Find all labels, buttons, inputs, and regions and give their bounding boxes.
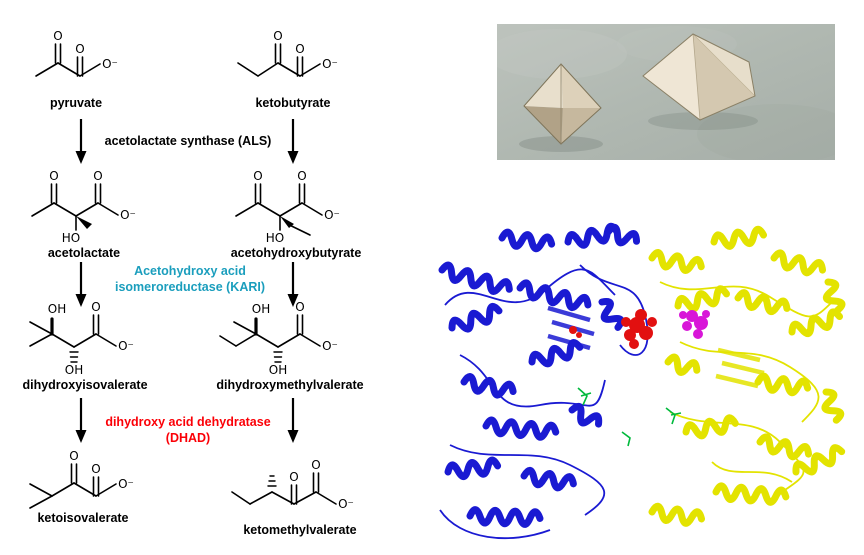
atom-label-o: O bbox=[91, 300, 100, 314]
atom-label-o-minus: O⁻ bbox=[322, 339, 338, 353]
atom-label-o: O bbox=[49, 169, 58, 183]
atom-label-o-minus: O⁻ bbox=[322, 57, 338, 71]
molecule-label-ketomethylvalerate: ketomethylvalerate bbox=[243, 523, 357, 537]
magenta-ligand-spheres bbox=[679, 310, 710, 339]
enzyme-label-dhad-line2: (DHAD) bbox=[165, 431, 211, 445]
atom-label-o: O bbox=[93, 169, 102, 183]
atom-label-o: O bbox=[273, 29, 282, 43]
molecule-label-acetolactate: acetolactate bbox=[47, 246, 121, 260]
bonds bbox=[237, 43, 321, 77]
molecule-label-ketoisovalerate: ketoisovalerate bbox=[37, 511, 129, 525]
blue-domain bbox=[440, 225, 649, 540]
protein-structure-panel bbox=[430, 210, 864, 540]
bonds bbox=[235, 183, 323, 236]
red-ligand-spheres bbox=[569, 309, 657, 349]
yellow-domain bbox=[651, 229, 844, 526]
protein-crystal-right bbox=[642, 33, 756, 121]
reaction-arrow bbox=[75, 398, 87, 443]
reaction-arrow bbox=[75, 262, 87, 307]
dihydroxymethylvalerate-structure: OH OH O O⁻ bbox=[219, 300, 338, 377]
reaction-arrow bbox=[75, 119, 87, 164]
atom-label-oh: OH bbox=[48, 302, 66, 316]
bonds bbox=[29, 463, 117, 509]
acetohydroxybutyrate-structure: O HO O O⁻ bbox=[235, 169, 340, 245]
ketomethylvalerate-structure: O O O⁻ bbox=[231, 458, 354, 511]
bonds bbox=[231, 472, 337, 505]
atom-label-o: O bbox=[91, 462, 100, 476]
atom-label-o: O bbox=[295, 42, 304, 56]
enzyme-label-kari-line2: isomeroreductase (KARI) bbox=[114, 280, 266, 294]
bonds bbox=[29, 314, 117, 363]
enzyme-label-als: acetolactate synthase (ALS) bbox=[104, 134, 272, 148]
atom-label-o: O bbox=[295, 300, 304, 314]
atom-label-o: O bbox=[289, 470, 298, 484]
enzyme-label-kari-line1: Acetohydroxy acid bbox=[134, 264, 246, 278]
crystal-photo-panel bbox=[497, 24, 835, 160]
atom-label-o: O bbox=[297, 169, 306, 183]
reaction-arrow bbox=[287, 398, 299, 443]
atom-label-ho: HO bbox=[62, 231, 80, 245]
ketoisovalerate-structure: O O O⁻ bbox=[29, 449, 134, 509]
enzyme-label-dhad-line1: dihydroxy acid dehydratase bbox=[105, 415, 271, 429]
atom-label-o: O bbox=[75, 42, 84, 56]
atom-label-o-minus: O⁻ bbox=[324, 208, 340, 222]
atom-label-ho: HO bbox=[266, 231, 284, 245]
molecule-label-ketobutyrate: ketobutyrate bbox=[255, 96, 331, 110]
dihydroxyisovalerate-structure: OH OH O O⁻ bbox=[29, 300, 134, 377]
bonds bbox=[31, 183, 119, 231]
atom-label-o: O bbox=[311, 458, 320, 472]
enzyme-label-kari: Acetohydroxy acid isomeroreductase (KARI… bbox=[92, 263, 288, 295]
atom-label-o: O bbox=[69, 449, 78, 463]
bonds bbox=[219, 314, 321, 363]
pyruvate-structure: O O O⁻ bbox=[35, 29, 118, 77]
atom-label-o-minus: O⁻ bbox=[338, 497, 354, 511]
reaction-arrow bbox=[287, 262, 299, 307]
molecule-label-pyruvate: pyruvate bbox=[49, 96, 103, 110]
atom-label-o-minus: O⁻ bbox=[120, 208, 136, 222]
atom-label-oh: OH bbox=[252, 302, 270, 316]
acetolactate-structure: O HO O O⁻ bbox=[31, 169, 136, 245]
molecule-label-dihydroxyisovalerate: dihydroxyisovalerate bbox=[22, 378, 148, 392]
atom-label-o: O bbox=[53, 29, 62, 43]
bonds bbox=[35, 43, 101, 77]
protein-crystal-left bbox=[523, 63, 602, 145]
green-stick-residues bbox=[577, 387, 682, 447]
atom-label-o: O bbox=[253, 169, 262, 183]
atom-label-o-minus: O⁻ bbox=[118, 477, 134, 491]
molecule-label-dihydroxymethylvalerate: dihydroxymethylvalerate bbox=[216, 378, 364, 392]
atom-label-o-minus: O⁻ bbox=[118, 339, 134, 353]
ketobutyrate-structure: O O O⁻ bbox=[237, 29, 338, 77]
enzyme-label-dhad: dihydroxy acid dehydratase (DHAD) bbox=[90, 414, 286, 446]
atom-label-oh: OH bbox=[65, 363, 83, 377]
reaction-arrow bbox=[287, 119, 299, 164]
atom-label-o-minus: O⁻ bbox=[102, 57, 118, 71]
molecule-label-acetohydroxybutyrate: acetohydroxybutyrate bbox=[230, 246, 362, 260]
atom-label-oh: OH bbox=[269, 363, 287, 377]
